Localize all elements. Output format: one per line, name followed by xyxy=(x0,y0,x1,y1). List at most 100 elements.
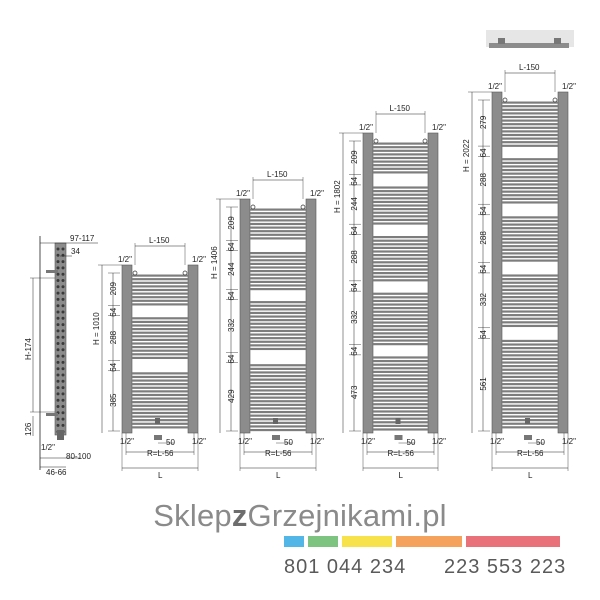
radiator-rung xyxy=(132,317,188,320)
phone-number-2[interactable]: 223 553 223 xyxy=(444,556,567,578)
radiator-rung xyxy=(373,167,428,170)
radiator-rung xyxy=(250,284,306,287)
side-rung-end xyxy=(56,335,60,339)
segment-dim-label: 64 xyxy=(479,330,488,339)
side-rung-end xyxy=(56,405,60,408)
bottom-valve xyxy=(273,418,278,424)
radiator-rung xyxy=(373,171,428,174)
segment-dim-label: 288 xyxy=(350,250,359,264)
radiator-rung xyxy=(502,141,558,144)
radiator-rung xyxy=(373,149,428,152)
side-rung-end xyxy=(61,373,65,377)
radiator-rung xyxy=(502,259,558,262)
segment-dim-label: 209 xyxy=(109,281,118,295)
bottom-span-label: R=L-56 xyxy=(147,449,174,458)
bottom-span-label: R=L-56 xyxy=(265,449,292,458)
phone-number-1[interactable]: 801 044 234 xyxy=(284,556,407,578)
radiator-rung xyxy=(502,274,558,277)
side-wall-bracket xyxy=(46,413,58,416)
radiator-rung xyxy=(373,367,428,370)
radiator-rung xyxy=(250,255,306,258)
radiator-right-rail xyxy=(187,264,199,434)
side-rung-end xyxy=(61,291,65,295)
side-rung-end xyxy=(61,348,65,352)
radiator-right-rail xyxy=(305,198,317,434)
radiator-rung xyxy=(502,230,558,233)
radiator-rung xyxy=(502,223,558,226)
radiator-rung xyxy=(250,322,306,325)
connection-point xyxy=(250,204,256,210)
bottom-right-connection-label: 1/2" xyxy=(192,437,206,446)
valve-offset-label: 50 xyxy=(284,438,293,447)
bottom-valve xyxy=(155,418,160,424)
side-rung-end xyxy=(61,405,65,408)
radiator-rung xyxy=(373,153,428,156)
radiator-rung xyxy=(250,269,306,273)
segment-dim-label: 64 xyxy=(479,148,488,157)
radiator-rung xyxy=(502,343,558,346)
radiator-left-rail xyxy=(362,132,374,434)
side-rung-end xyxy=(56,329,60,333)
radiator-rung xyxy=(502,105,558,108)
radiator-rung xyxy=(250,392,306,396)
top-left-connection-label: 1/2" xyxy=(488,82,502,91)
side-rung-end xyxy=(56,417,60,421)
radiator-rung xyxy=(373,193,428,196)
radiator-rung xyxy=(373,146,428,149)
radiator-rung xyxy=(250,319,306,322)
radiator-rung xyxy=(250,304,306,307)
radiator-rung xyxy=(373,190,428,193)
side-rung-end xyxy=(61,323,65,327)
side-rung-end xyxy=(56,297,60,301)
radiator-rung xyxy=(373,254,428,257)
radiator-rung xyxy=(502,190,558,193)
side-rung-end xyxy=(61,367,65,371)
radiator-rung xyxy=(373,428,428,431)
radiator-rung xyxy=(132,390,188,393)
bottom-left-connection-label: 1/2" xyxy=(361,437,375,446)
radiator-rung xyxy=(373,392,428,395)
radiator-rung xyxy=(250,212,306,215)
spacing-dim-label: L-150 xyxy=(519,63,540,72)
radiator-rung xyxy=(502,306,558,310)
radiator-rung xyxy=(132,372,188,375)
radiator-rung xyxy=(502,137,558,140)
radiator-rung xyxy=(132,292,188,295)
side-rung-end xyxy=(56,266,60,270)
radiator-rung xyxy=(373,403,428,406)
radiator-rung xyxy=(502,186,558,190)
radiator-rung xyxy=(502,379,558,382)
radiator-rung xyxy=(373,335,428,339)
radiator-rung xyxy=(373,406,428,409)
side-rung-end xyxy=(61,411,65,415)
radiator-rung xyxy=(373,307,428,310)
bottom-left-connection-label: 1/2" xyxy=(120,437,134,446)
radiator-rung xyxy=(250,222,306,226)
segment-dim-label: 209 xyxy=(350,150,359,164)
segment-dim-label: 332 xyxy=(479,292,488,306)
radiator-rung xyxy=(132,386,188,389)
valve-connector xyxy=(272,435,280,440)
radiator-rung xyxy=(502,288,558,292)
side-rung-end xyxy=(61,398,65,402)
radiator-rung xyxy=(250,389,306,392)
radiator-rung xyxy=(502,408,558,411)
radiator-rung xyxy=(502,241,558,244)
radiator-rung xyxy=(502,397,558,400)
radiator-rung xyxy=(373,374,428,377)
side-offset-dim: 34 xyxy=(71,247,80,256)
radiator-rung xyxy=(373,356,428,359)
radiator-rung xyxy=(250,262,306,265)
radiator-rung xyxy=(250,226,306,229)
radiator-rung xyxy=(502,368,558,371)
segment-dim-label: 64 xyxy=(350,176,359,185)
radiator-rung xyxy=(132,356,188,360)
radiator-rung xyxy=(502,372,558,375)
radiator-rung xyxy=(250,280,306,283)
segment-dim-label: 64 xyxy=(350,226,359,235)
radiator-rung xyxy=(502,281,558,284)
side-rung-end xyxy=(61,423,65,427)
side-top-dim: 97-117 xyxy=(70,234,95,243)
